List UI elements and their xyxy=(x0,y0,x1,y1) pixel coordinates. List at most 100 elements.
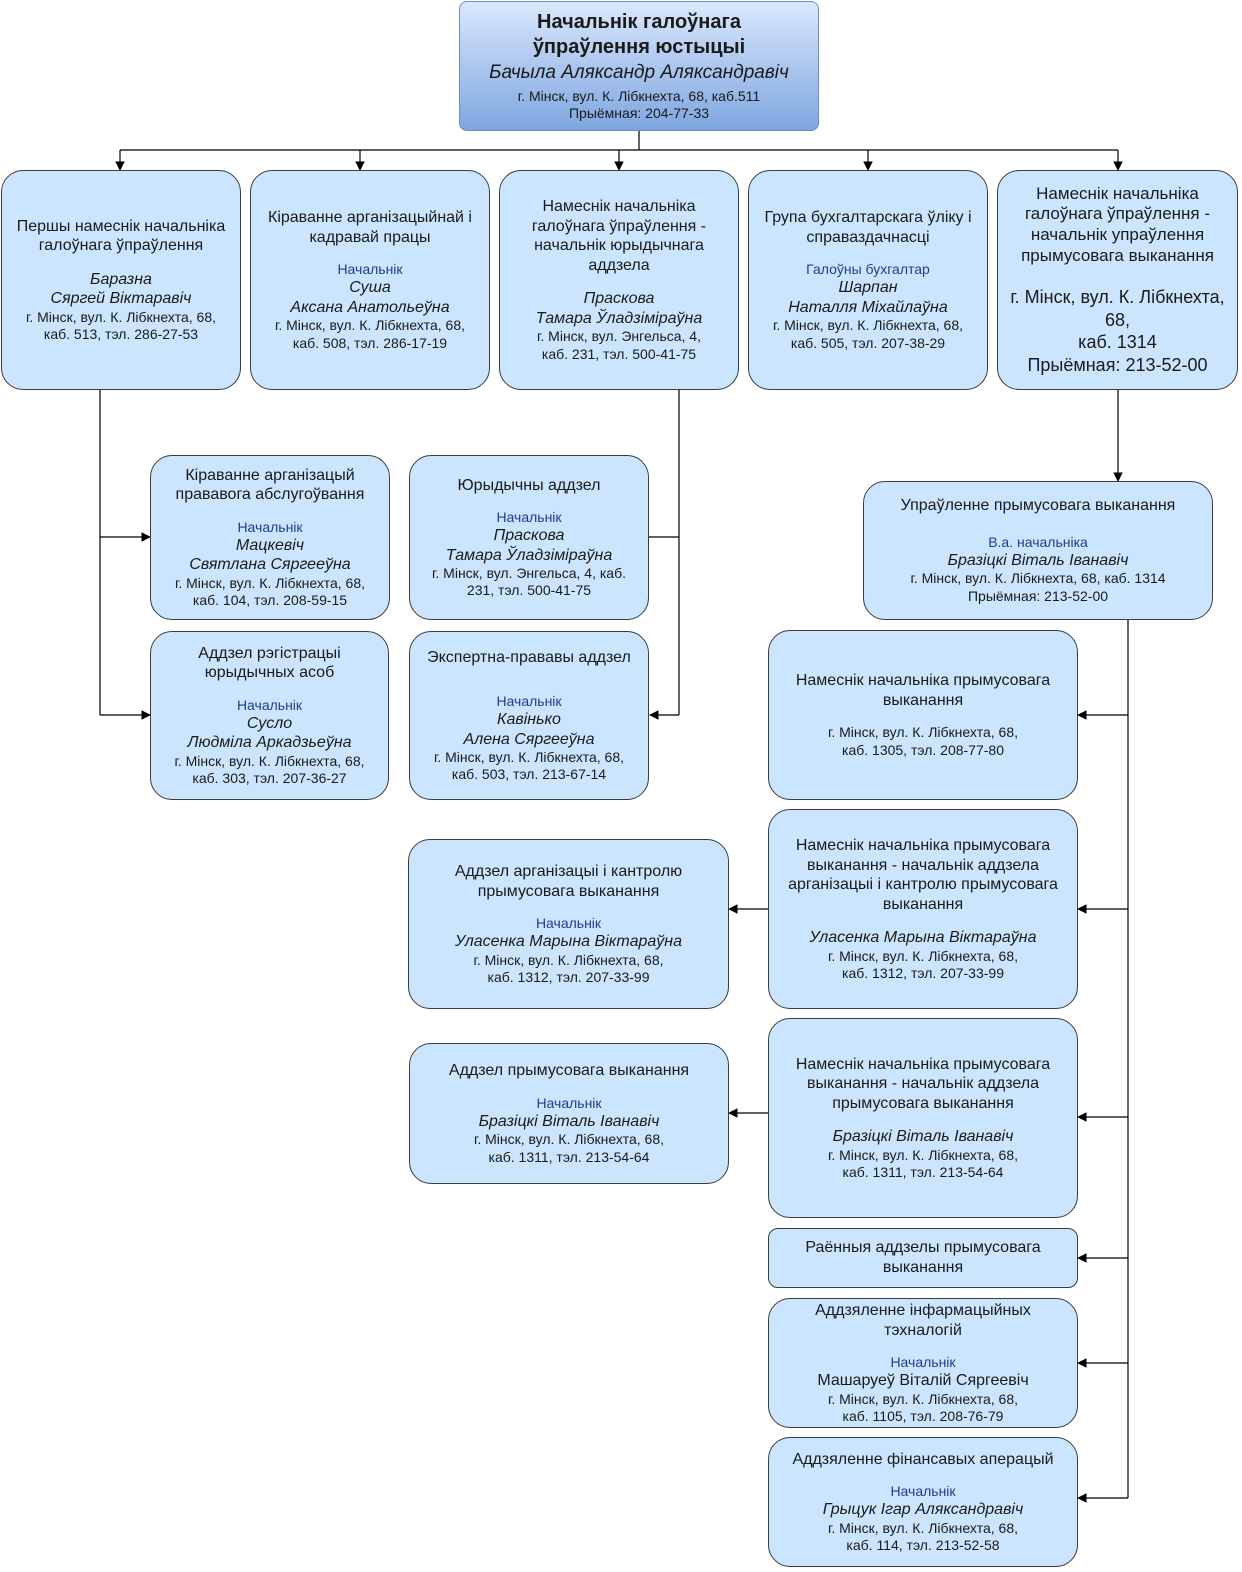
hr-title: Кіраванне арганізацыйнай і кадравай прац… xyxy=(268,209,472,246)
district-title: Раённыя аддзелы прымусовага выканання xyxy=(805,1239,1041,1276)
accounting-surname: Шарпан xyxy=(838,279,898,297)
registration-node[interactable]: Аддзел рэгістрацыі юрыдычных асоб Началь… xyxy=(150,631,389,800)
legal-dept-name: Тамара Ўладзіміраўна xyxy=(445,546,613,564)
head-phone: Прыёмная: 204-77-33 xyxy=(568,105,710,122)
enf-dept-name: Бразіцкі Віталь Іванавіч xyxy=(478,1112,660,1130)
finance-node[interactable]: Аддзяленне фінансавых аперацый Начальнік… xyxy=(768,1437,1078,1567)
enf-dept-phone: каб. 1311, тэл. 213-54-64 xyxy=(488,1148,650,1165)
hr-role: Начальнік xyxy=(337,261,403,278)
first-deputy-address: г. Мінск, вул. К. Лібкнехта, 68, xyxy=(25,308,217,325)
enf-deputy1-node[interactable]: Намеснік начальніка прымусовага выкананн… xyxy=(768,630,1078,800)
enf-dept-node[interactable]: Аддзел прымусовага выканання Начальнік Б… xyxy=(409,1043,729,1184)
head-node[interactable]: Начальнік галоўнага ўпраўлення юстыцыі Б… xyxy=(459,1,819,131)
org-control-title: Аддзел арганізацыі і кантролю прымусоваг… xyxy=(454,863,683,900)
enf-deputy2-address: г. Мінск, вул. К. Лібкнехта, 68, xyxy=(827,947,1019,964)
enf-deputy3-node[interactable]: Намеснік начальніка прымусовага выкананн… xyxy=(768,1018,1078,1218)
head-name: Бачыла Аляксандр Аляксандравіч xyxy=(489,61,789,83)
legal-service-surname: Мацкевіч xyxy=(235,536,305,554)
org-control-node[interactable]: Аддзел арганізацыі і кантролю прымусоваг… xyxy=(408,839,729,1009)
org-control-address: г. Мінск, вул. К. Лібкнехта, 68, xyxy=(473,951,664,968)
legal-deputy-name: Тамара Ўладзіміраўна xyxy=(535,309,703,327)
legal-dept-surname: Праскова xyxy=(493,527,565,545)
finance-role: Начальнік xyxy=(890,1483,956,1500)
enforcement-deputy-address1: г. Мінск, вул. К. Лібкнехта, xyxy=(1010,287,1225,308)
legal-dept-title: Юрыдычны аддзел xyxy=(457,476,601,494)
legal-deputy-node[interactable]: Намеснік начальніка галоўнага ўпраўлення… xyxy=(499,170,739,390)
first-deputy-node[interactable]: Першы намеснік начальніка галоўнага ўпра… xyxy=(1,170,241,390)
enf-deputy2-name: Уласенка Марына Віктараўна xyxy=(809,929,1037,947)
legal-service-role: Начальнік xyxy=(237,518,303,535)
head-title-line1: Начальнік галоўнага xyxy=(537,10,741,33)
enforcement-deputy-title: Намеснік начальніка галоўнага ўпраўлення… xyxy=(1021,183,1214,265)
finance-phone: каб. 114, тэл. 213-52-58 xyxy=(846,1537,1000,1554)
enf-deputy1-address: г. Мінск, вул. К. Лібкнехта, 68, xyxy=(827,724,1019,741)
expert-dept-phone: каб. 503, тэл. 213-67-14 xyxy=(451,766,607,783)
registration-role: Начальнік xyxy=(236,696,303,713)
enforcement-deputy-node[interactable]: Намеснік начальніка галоўнага ўпраўлення… xyxy=(997,170,1238,390)
enforcement-admin-node[interactable]: Упраўленне прымусовага выканання В.а. на… xyxy=(863,481,1213,620)
registration-surname: Сусло xyxy=(246,714,293,732)
hr-phone: каб. 508, тэл. 286-17-19 xyxy=(292,334,448,351)
enforcement-deputy-address2: 68, xyxy=(1104,309,1131,330)
enf-deputy3-phone: каб. 1311, тэл. 213-54-64 xyxy=(842,1164,1004,1181)
accounting-node[interactable]: Група бухгалтарскага ўліку і справаздачн… xyxy=(748,170,988,390)
legal-deputy-title: Намеснік начальніка галоўнага ўпраўлення… xyxy=(531,198,707,274)
legal-deputy-surname: Праскова xyxy=(583,290,655,308)
enf-deputy2-node[interactable]: Намеснік начальніка прымусовага выкананн… xyxy=(768,809,1078,1009)
it-address: г. Мінск, вул. К. Лібкнехта, 68, xyxy=(827,1390,1019,1407)
head-title-line2: ўпраўлення юстыцыі xyxy=(532,36,746,59)
first-deputy-name: Сяргей Віктаравіч xyxy=(50,290,192,308)
enf-deputy1-phone: каб. 1305, тэл. 208-77-80 xyxy=(842,741,1004,758)
org-control-phone: каб. 1312, тэл. 207-33-99 xyxy=(487,968,650,985)
org-control-name: Уласенка Марына Віктараўна xyxy=(455,933,682,951)
hr-address: г. Мінск, вул. К. Лібкнехта, 68, xyxy=(274,317,466,334)
finance-name: Грыцук Ігар Аляксандравіч xyxy=(822,1501,1024,1519)
head-address: г. Мінск, вул. К. Лібкнехта, 68, каб.511 xyxy=(517,88,761,105)
enf-deputy1-title: Намеснік начальніка прымусовага выкананн… xyxy=(795,672,1051,709)
finance-address: г. Мінск, вул. К. Лібкнехта, 68, xyxy=(827,1519,1019,1536)
legal-dept-role: Начальнік xyxy=(496,509,562,526)
it-phone: каб. 1105, тэл. 208-76-79 xyxy=(842,1407,1004,1424)
enforcement-admin-phone: Прыёмная: 213-52-00 xyxy=(967,587,1109,604)
enforcement-admin-name: Бразіцкі Віталь Іванавіч xyxy=(947,551,1129,569)
enf-dept-address: г. Мінск, вул. К. Лібкнехта, 68, xyxy=(473,1131,665,1148)
registration-phone: каб. 303, тэл. 207-36-27 xyxy=(192,770,347,787)
finance-title: Аддзяленне фінансавых аперацый xyxy=(792,1450,1054,1468)
enforcement-deputy-phone: Прыёмная: 213-52-00 xyxy=(1027,354,1208,375)
legal-service-phone: каб. 104, тэл. 208-59-15 xyxy=(192,592,348,609)
accounting-address: г. Мінск, вул. К. Лібкнехта, 68, xyxy=(772,317,964,334)
org-control-role: Начальнік xyxy=(535,915,602,932)
legal-deputy-phone: каб. 231, тэл. 500-41-75 xyxy=(541,345,697,362)
enforcement-admin-title: Упраўленне прымусовага выканання xyxy=(900,497,1176,515)
enforcement-admin-role: В.а. начальніка xyxy=(988,533,1088,550)
legal-dept-node[interactable]: Юрыдычны аддзел Начальнік Праскова Тамар… xyxy=(409,455,649,620)
first-deputy-phone: каб. 513, тэл. 286-27-53 xyxy=(43,326,199,343)
legal-service-node[interactable]: Кіраванне арганізацый прававога абслугоў… xyxy=(150,455,390,620)
enforcement-admin-address: г. Мінск, вул. К. Лібкнехта, 68, каб. 13… xyxy=(910,570,1166,587)
expert-dept-title: Экспертна-прававы аддзел xyxy=(427,648,631,666)
district-node[interactable]: Раённыя аддзелы прымусовага выканання xyxy=(768,1228,1078,1288)
first-deputy-title: Першы намеснік начальніка галоўнага ўпра… xyxy=(16,217,226,255)
hr-node[interactable]: Кіраванне арганізацыйнай і кадравай прац… xyxy=(250,170,490,390)
expert-dept-name: Алена Сяргееўна xyxy=(463,730,595,748)
enf-deputy2-title: Намеснік начальніка прымусовага выкананн… xyxy=(788,837,1058,913)
registration-title: Аддзел рэгістрацыі юрыдычных асоб xyxy=(198,644,341,682)
it-node[interactable]: Аддзяленне інфармацыйных тэхналогій Нача… xyxy=(768,1298,1078,1428)
accounting-name: Наталля Міхайлаўна xyxy=(788,298,948,316)
legal-dept-address: г. Мінск, вул. Энгельса, 4, каб. xyxy=(432,565,626,582)
legal-deputy-address: г. Мінск, вул. Энгельса, 4, xyxy=(537,328,701,345)
enf-deputy3-name: Бразіцкі Віталь Іванавіч xyxy=(832,1128,1014,1146)
first-deputy-surname: Баразна xyxy=(90,270,152,288)
accounting-phone: каб. 505, тэл. 207-38-29 xyxy=(790,334,946,351)
legal-service-name: Святлана Сяргееўна xyxy=(189,556,351,574)
it-role: Начальнік xyxy=(890,1354,956,1371)
expert-dept-role: Начальнік xyxy=(496,693,562,710)
enf-deputy3-title: Намеснік начальніка прымусовага выкананн… xyxy=(795,1055,1051,1112)
expert-dept-surname: Кавінько xyxy=(497,711,561,729)
enforcement-deputy-room: каб. 1314 xyxy=(1078,332,1157,353)
registration-address: г. Мінск, вул. К. Лібкнехта, 68, xyxy=(174,752,365,769)
enf-deputy3-address: г. Мінск, вул. К. Лібкнехта, 68, xyxy=(827,1146,1019,1163)
legal-service-address: г. Мінск, вул. К. Лібкнехта, 68, xyxy=(174,574,366,591)
expert-dept-node[interactable]: Экспертна-прававы аддзел Начальнік Кавін… xyxy=(409,631,649,800)
